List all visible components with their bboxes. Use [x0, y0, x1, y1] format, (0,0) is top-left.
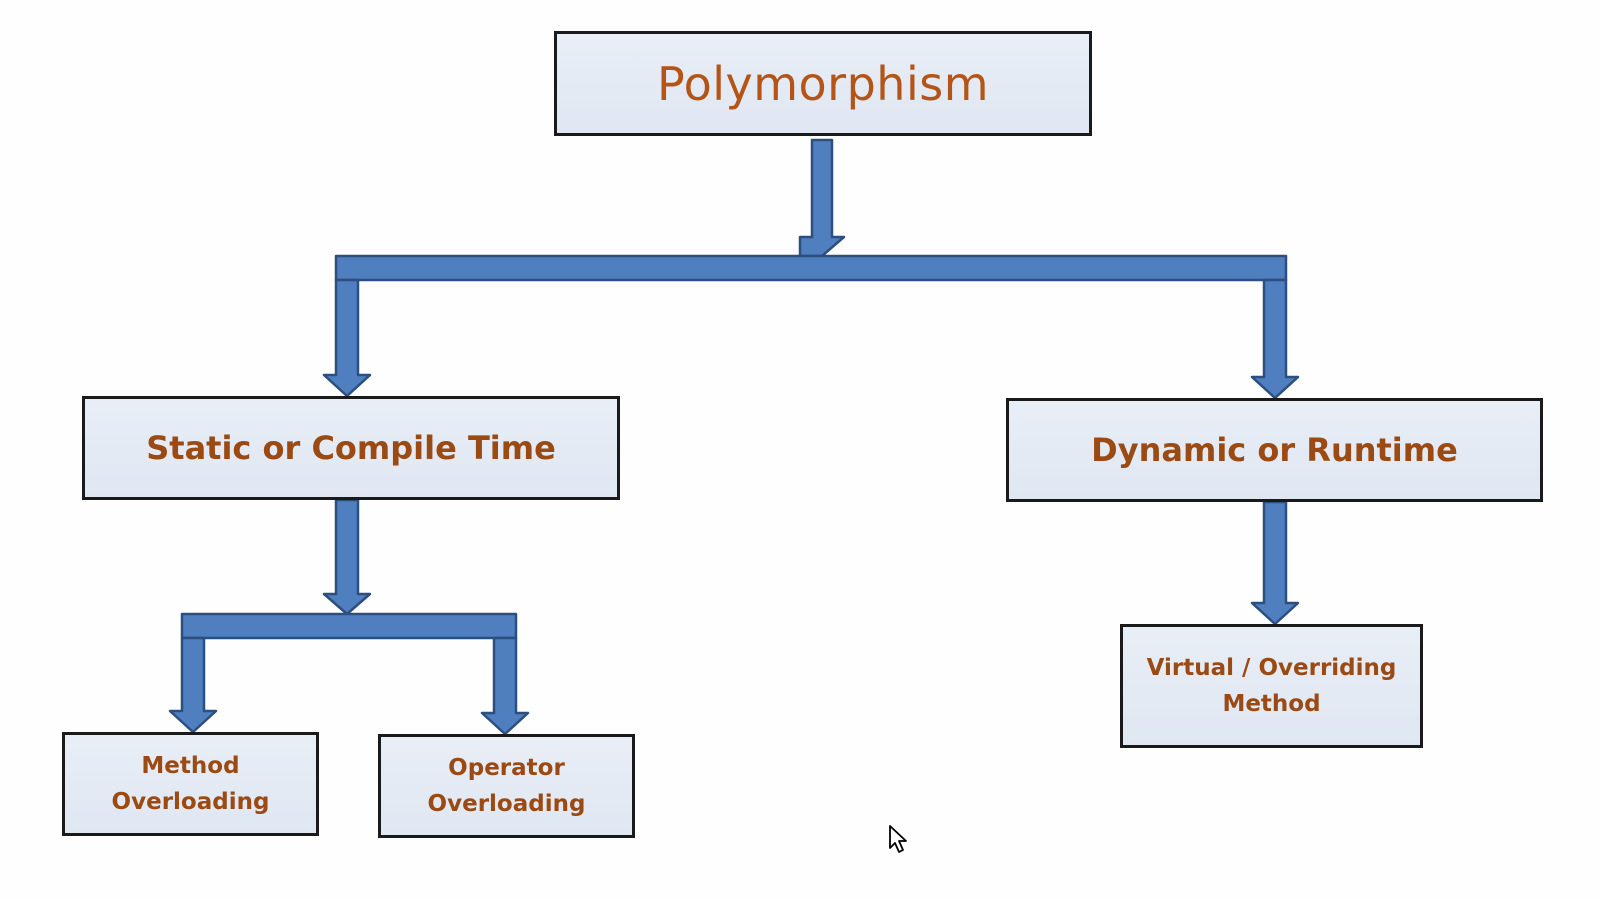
arrow-to-static	[322, 278, 372, 398]
node-virtual-line2: Method	[1222, 691, 1321, 717]
node-dynamic-label: Dynamic or Runtime	[1091, 431, 1458, 469]
node-method-line1: Method	[141, 753, 240, 779]
node-operator-line1: Operator	[448, 755, 565, 781]
node-method-overloading: Method Overloading	[62, 732, 319, 836]
node-static-label: Static or Compile Time	[146, 429, 556, 467]
node-polymorphism: Polymorphism	[554, 31, 1092, 136]
node-dynamic-runtime: Dynamic or Runtime	[1006, 398, 1543, 502]
node-virtual-overriding-method: Virtual / Overriding Method	[1120, 624, 1423, 748]
node-method-line2: Overloading	[111, 789, 270, 815]
node-operator-overloading: Operator Overloading	[378, 734, 635, 838]
mouse-pointer-icon	[889, 825, 907, 853]
arrow-to-dynamic	[1250, 278, 1300, 400]
node-polymorphism-label: Polymorphism	[656, 56, 990, 111]
node-operator-line2: Overloading	[427, 791, 586, 817]
node-static-compile-time: Static or Compile Time	[82, 396, 620, 500]
arrow-to-operator-overloading	[480, 636, 530, 736]
bar-static-split	[180, 612, 518, 640]
arrow-root-down	[798, 138, 846, 258]
bar-top	[334, 254, 1288, 282]
arrow-to-method-overloading	[168, 636, 218, 734]
arrow-static-down	[322, 498, 372, 616]
node-virtual-line1: Virtual / Overriding	[1146, 655, 1397, 681]
arrow-dynamic-down	[1250, 500, 1300, 626]
